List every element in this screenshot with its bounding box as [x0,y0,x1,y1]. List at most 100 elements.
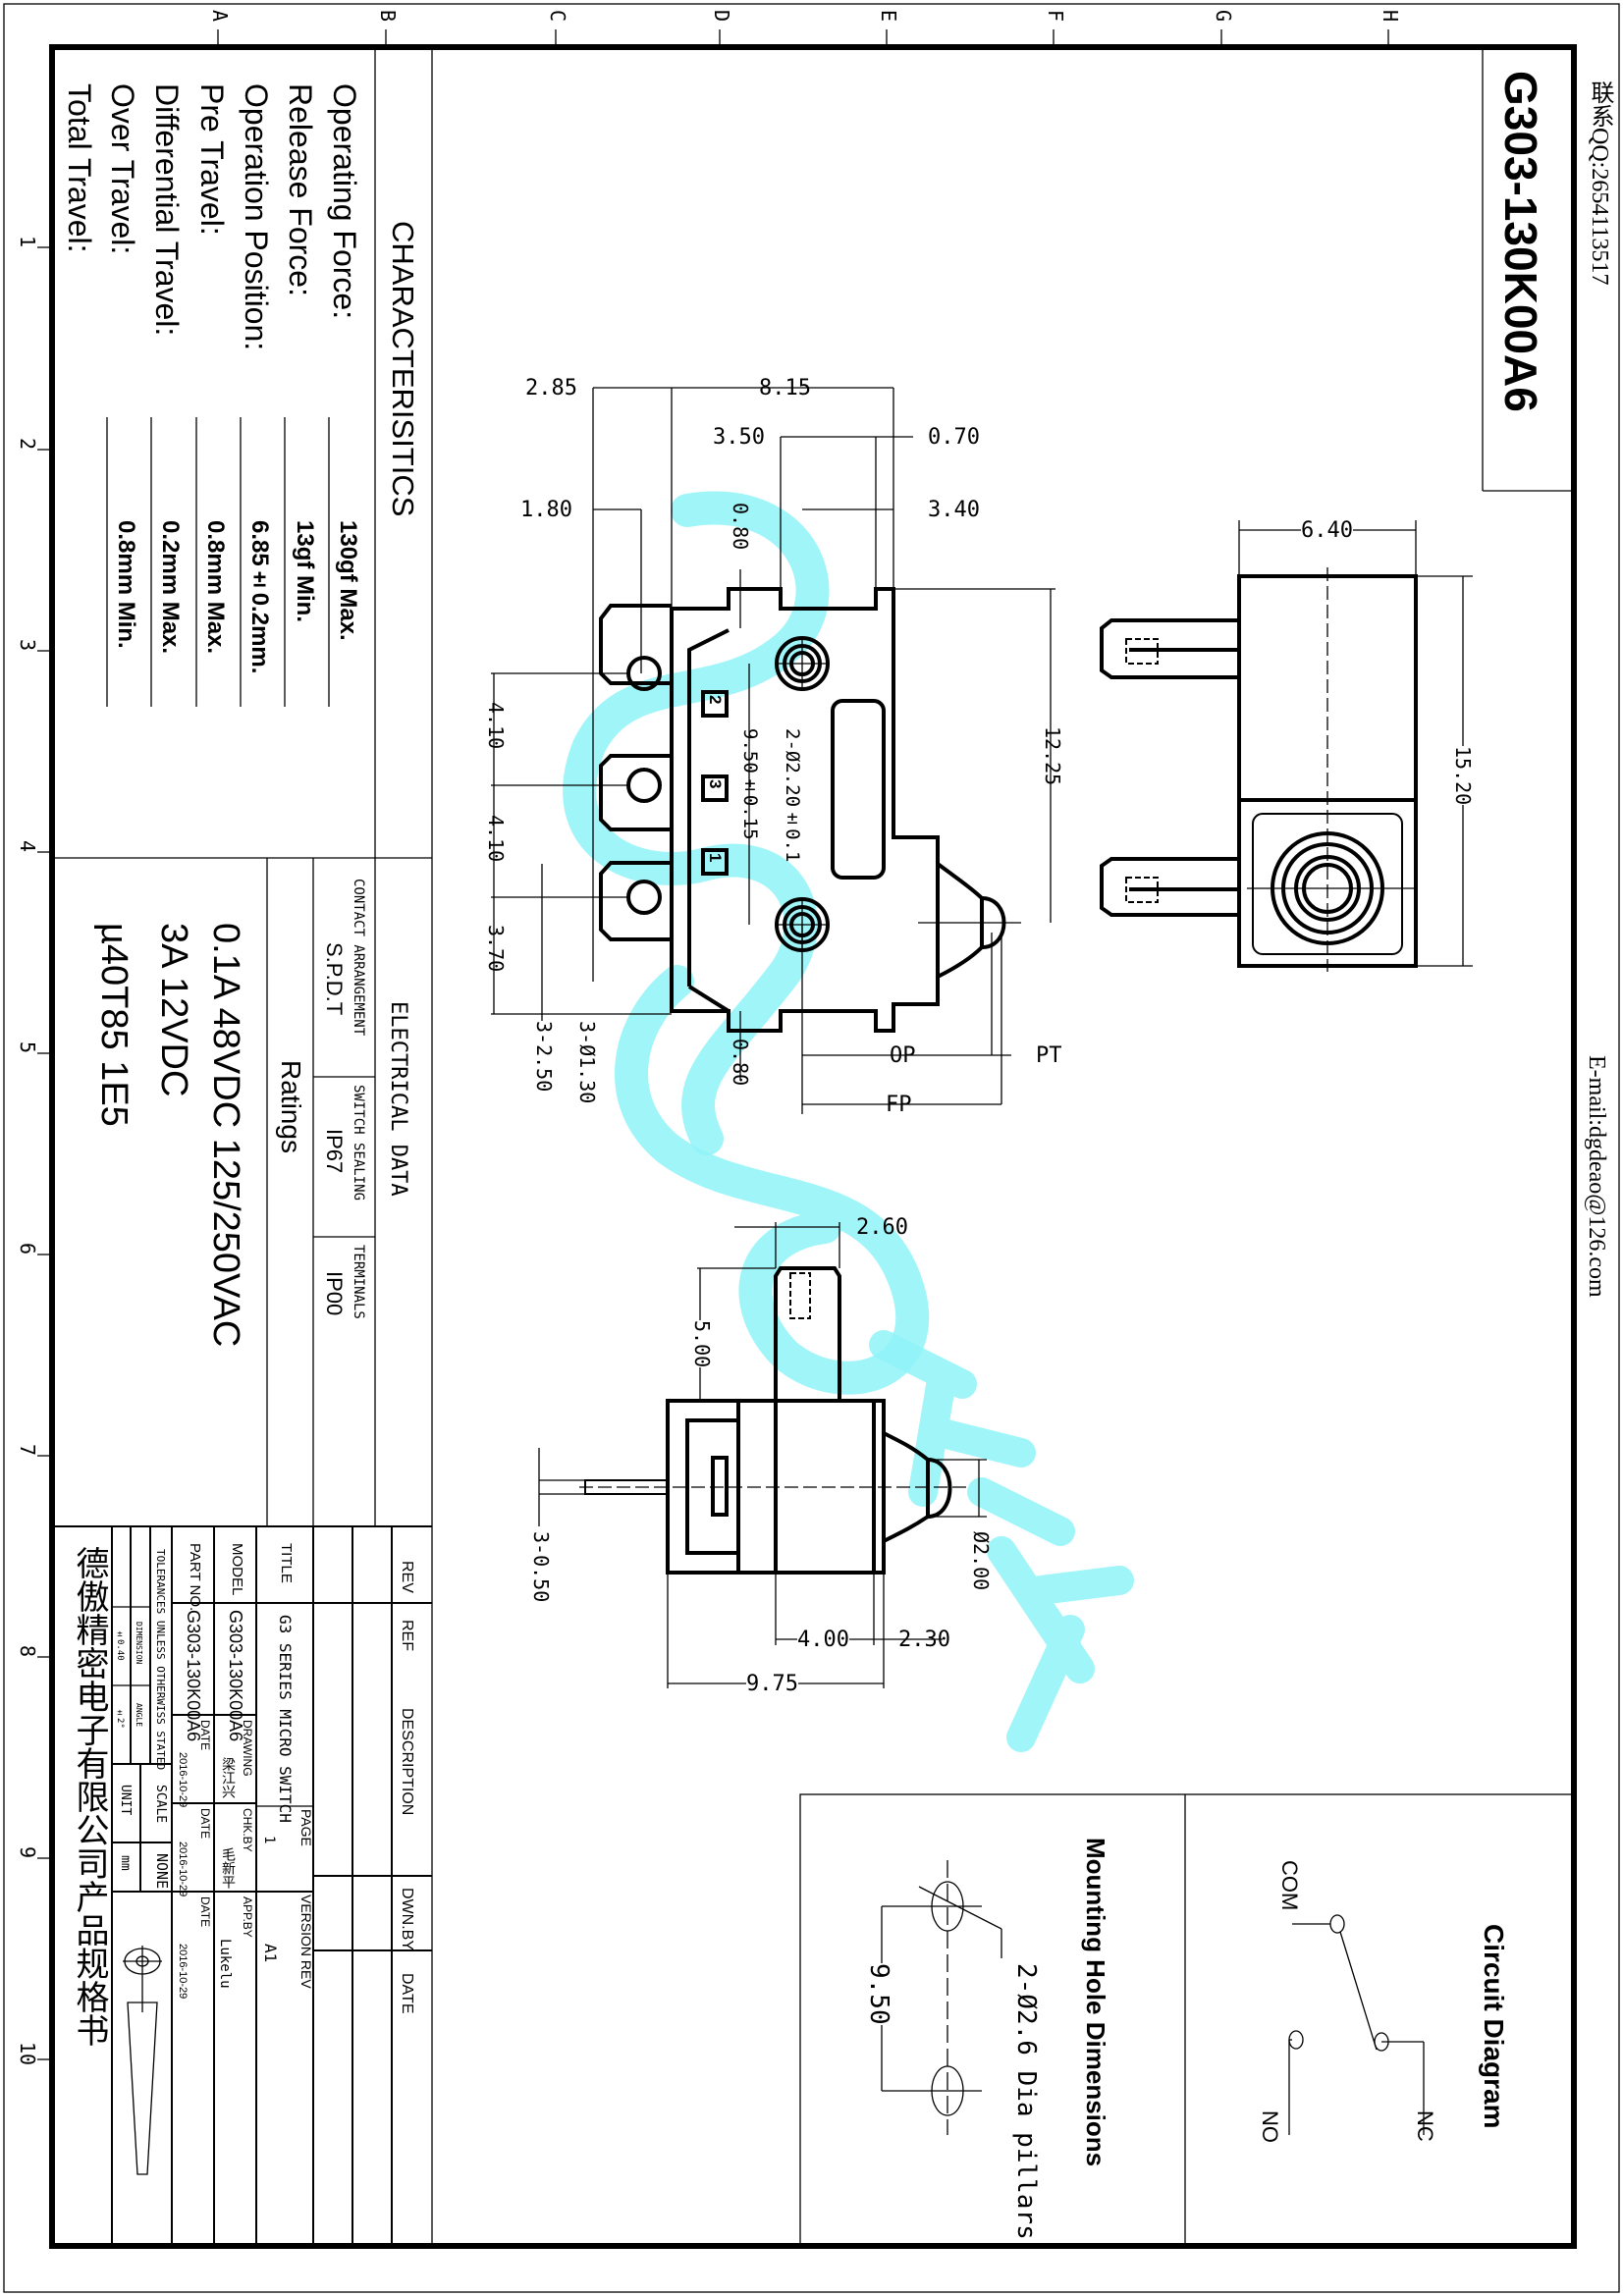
grid-col-f: F [1044,10,1067,23]
dim-3-70: 3.70 [484,925,508,973]
title-block-grid [52,1525,432,2246]
tb-unit-label: UNIT [118,1785,133,1816]
contact-arrangement-label: CONTACT ARRANGEMENT [351,879,366,1037]
dim-3-50: 3.50 [713,425,765,450]
contact-email: E-mail:dgdeao@126.com [1584,1055,1609,1298]
mounting-hole-diagram [881,1860,1002,2135]
char-label-total-travel: Total Travel: [62,83,97,253]
dim-mount-spacing: 9.50±0.15 [739,728,761,840]
circuit-nc-label: NC [1413,2110,1437,2142]
char-label-operation-position: Operation Position: [239,83,274,351]
char-value-rules [106,417,330,707]
outer-frame [3,3,1620,2293]
tb-page-value: 1 [261,1836,277,1844]
characteristics-labels: Operating Force: Release Force: Operatio… [59,83,363,350]
characteristics-heading: CHARACTERISITICS [386,221,420,517]
grid-col-g: G [1212,10,1235,23]
tb-page-label: PAGE [298,1809,314,1846]
rating-line-3: µ40T85 1E5 [93,923,135,1127]
contact-arrangement-value: S.P.D.T [322,942,347,1016]
tb-chk-by-label: CHK.BY [241,1808,254,1852]
grid-row-3: 3 [16,639,39,652]
tb-dimension-label: DIMENSION [135,1622,143,1665]
watermark-logo [563,491,1134,1752]
terminals-value: IP00 [322,1271,347,1316]
mounting-holes-heading: Mounting Hole Dimensions [1081,1838,1110,2167]
grid-row-9: 9 [16,1846,39,1859]
tb-date3-value: 2016-10-29 [177,1944,189,2000]
terminals-label: TERMINALS [351,1245,366,1319]
tb-description-label: DESCRIPTION [399,1708,415,1816]
switch-sealing-value: IP67 [322,1129,347,1174]
tb-version-rev-value: A1 [261,1944,280,1963]
dim-5-00: 5.00 [690,1320,714,1368]
char-value-release-force: 13gf Min. [292,520,318,623]
tb-scale-label: SCALE [153,1785,168,1824]
front-view [491,387,1055,1114]
rating-line-1: 0.1A 48VDC 125/250VAC [205,923,246,1348]
dim-6-40: 6.40 [1301,518,1353,543]
side-view [1100,520,1473,972]
dim-8-15: 8.15 [759,376,811,400]
tb-chk-by-value: 毛新平 [220,1847,235,1889]
char-value-operating-force: 130gf Max. [335,520,361,641]
grid-row-8: 8 [16,1645,39,1658]
tb-angle-label: ANGLE [135,1703,143,1728]
circuit-mount-box [799,1793,1575,2247]
tb-angle-value: ±2° [115,1708,125,1729]
grid-row-7: 7 [16,1444,39,1457]
grid-col-b: B [376,10,400,23]
grid-row-10: 10 [16,2042,39,2066]
projection-symbol-icon [123,1946,162,2175]
switch-sealing-label: SWITCH SEALING [351,1085,366,1201]
rating-line-2: 3A 12VDC [153,923,194,1097]
mounting-spacing-label: 9.50 [864,1963,893,2025]
grid-col-e: E [877,10,900,23]
tb-date3-label: DATE [198,1896,212,1928]
circuit-no-label: NO [1258,2110,1282,2143]
dim-2-30: 2.30 [898,1628,950,1652]
dim-2-85: 2.85 [525,376,577,400]
char-label-operating-force: Operating Force: [327,83,362,320]
dim-9-75: 9.75 [746,1672,798,1696]
terminal-number-1: 1 [706,853,725,863]
char-value-over-travel: 0.8mm Min. [113,520,139,649]
grid-col-c: C [546,10,569,23]
char-label-differential-travel: Differential Travel: [149,83,185,337]
tb-part-no-value: G303-130K00A6 [184,1610,203,1742]
dim-op: OP [890,1043,916,1068]
dim-3-40: 3.40 [928,498,980,522]
dim-mount-hole: 2-Ø2.20±0.1 [782,728,803,863]
electrical-heading: ELECTRICAL DATA [386,1001,410,1197]
terminal-number-2: 2 [706,695,725,705]
contact-qq: 联系QQ:2654113517 [1587,80,1612,286]
tb-date1-label: DATE [198,1720,212,1751]
tb-model-label: MODEL [229,1543,245,1596]
dim-0-80-top: 0.80 [729,503,752,551]
company-doc-title: 德傲精密电子有限公司产品规格书 [71,1546,107,2047]
dim-4-00: 4.00 [797,1628,849,1652]
dim-0-80-bottom: 0.80 [729,1039,752,1087]
dim-terminal-width: 3-2.50 [532,1021,556,1093]
grid-row-1: 1 [16,236,39,248]
grid-col-a: A [208,10,232,23]
grid-row-5: 5 [16,1041,39,1054]
tb-date2-label: DATE [198,1808,212,1840]
mounting-pillars-label: 2-Ø2.6 Dia pillars [1011,1963,1041,2240]
dim-fp: FP [886,1093,912,1117]
grid-row-4: 4 [16,840,39,853]
grid-col-d: D [710,10,733,23]
dim-4-10-b: 4.10 [484,815,508,863]
grid-row-2: 2 [16,438,39,451]
tb-drawing-value: 梁江兴 [220,1757,235,1798]
dim-12-25: 12.25 [1041,726,1064,786]
tb-date1-value: 2016-10-29 [177,1752,189,1808]
dim-4-10-a: 4.10 [484,702,508,750]
dim-1-80: 1.80 [520,498,572,522]
char-value-pre-travel: 0.8mm Max. [202,520,229,655]
char-value-operation-position: 6.85±0.2mm. [246,520,273,674]
tb-date-label: DATE [399,1973,415,2014]
char-label-over-travel: Over Travel: [105,83,140,255]
part-number-title: G303-130K00A6 [1495,71,1546,412]
